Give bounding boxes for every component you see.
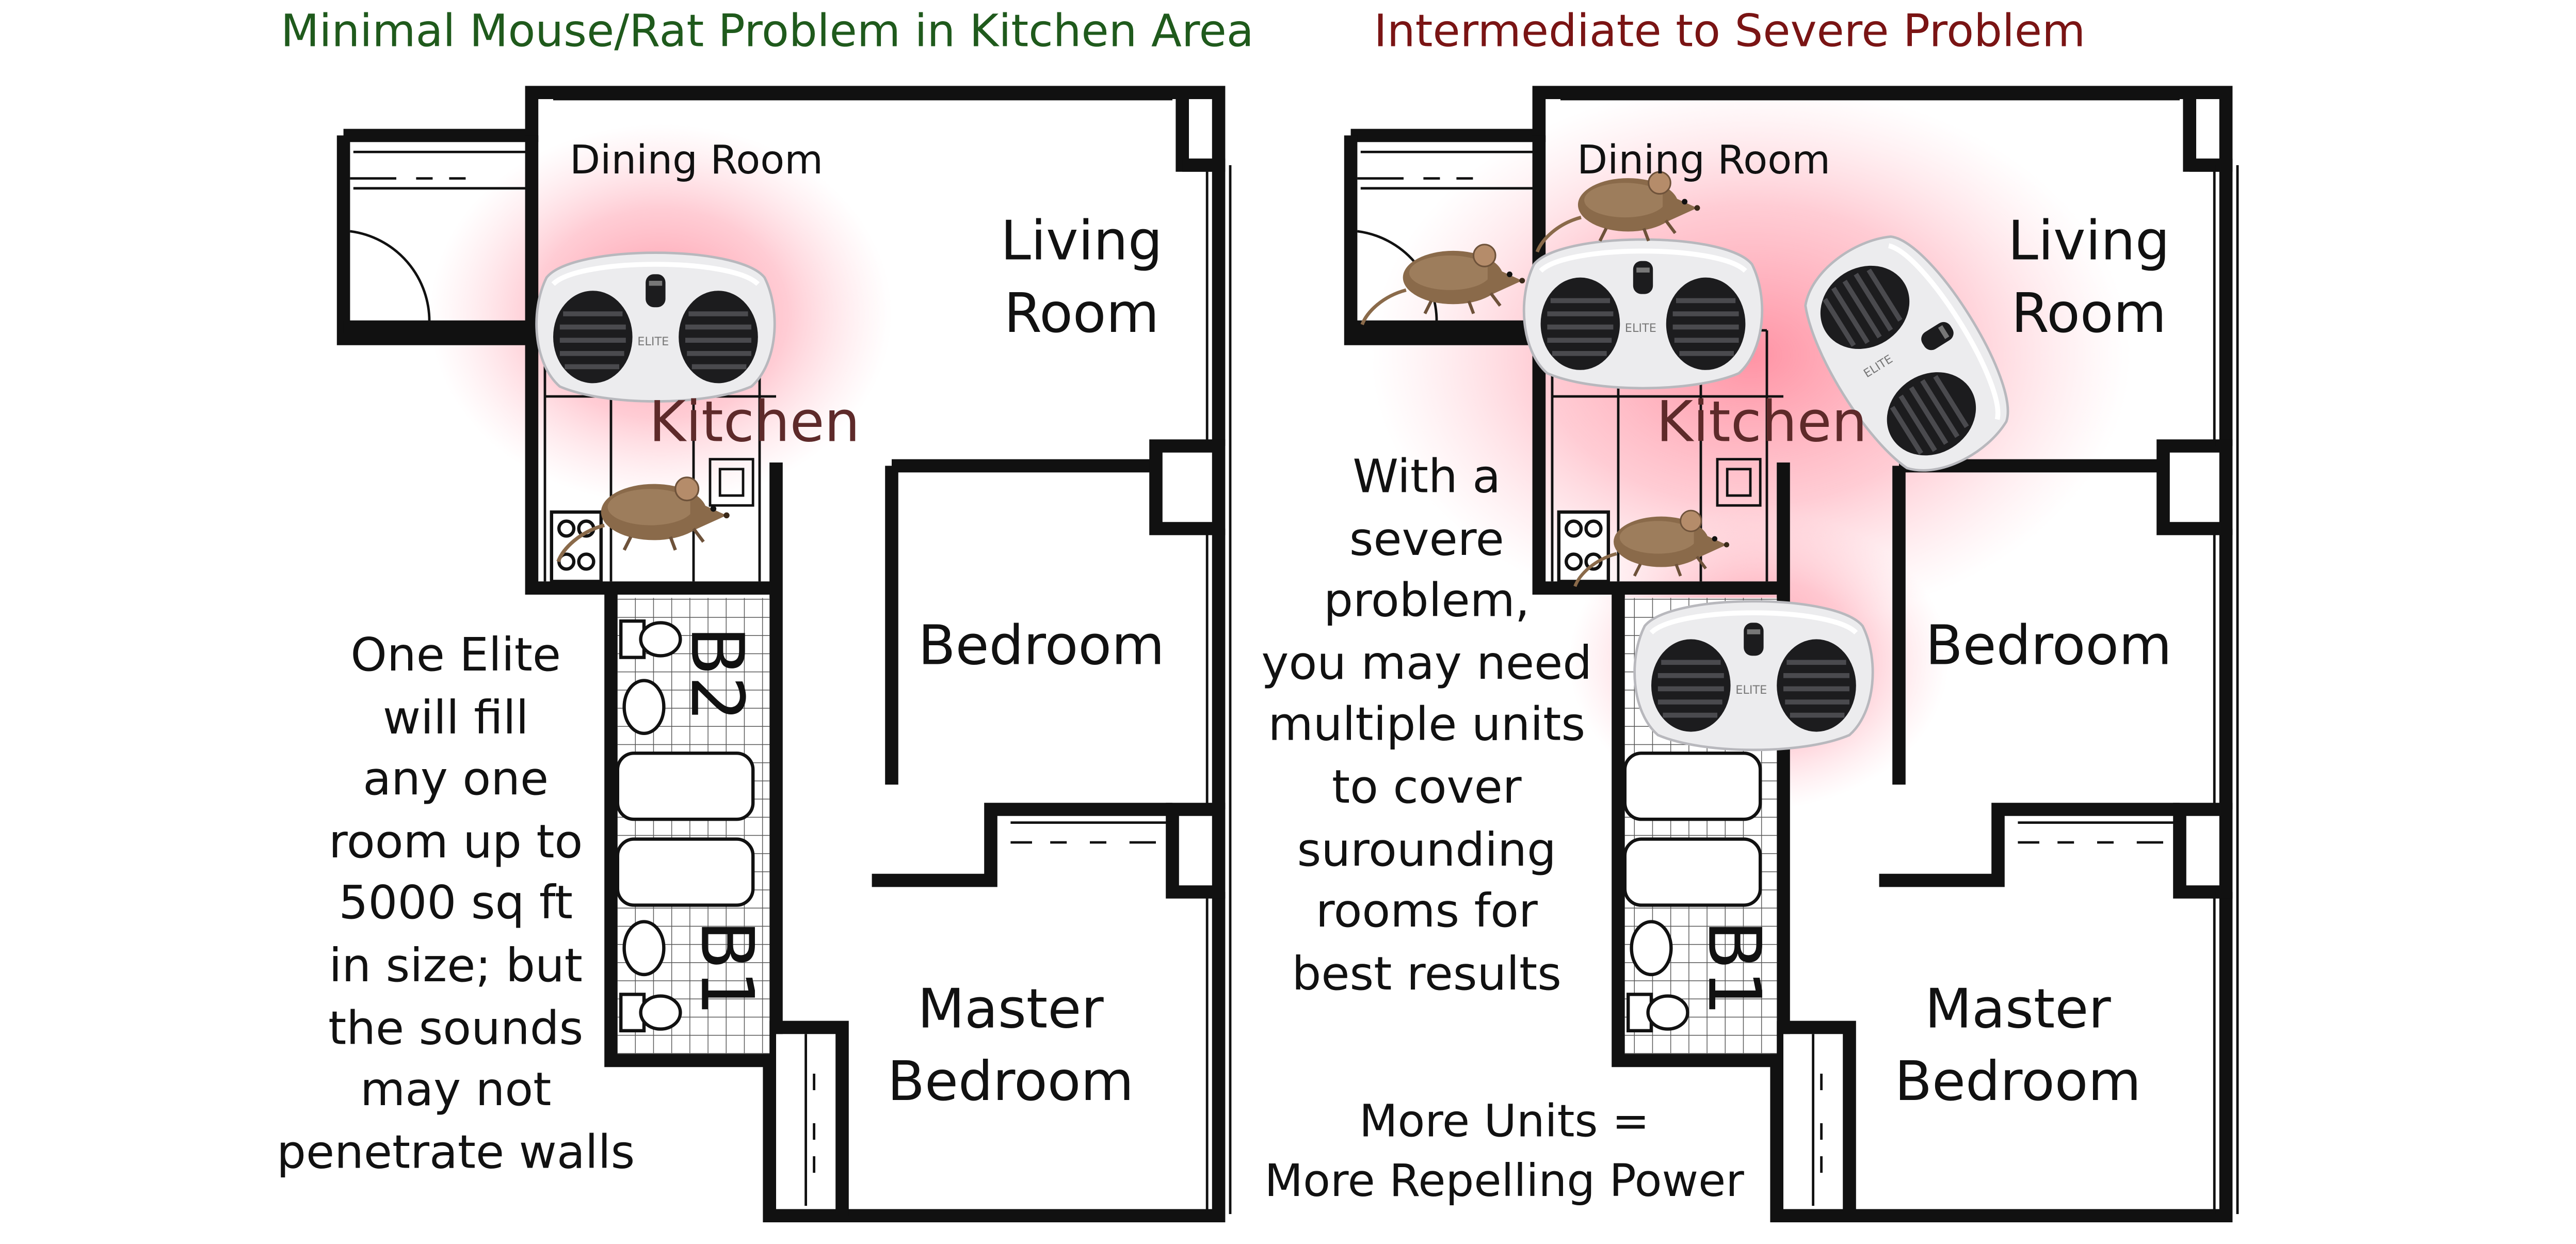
right-label-living-line2: Room	[2011, 281, 2167, 345]
left-label-master-bedroom: Master Bedroom	[888, 973, 1134, 1119]
right-label-dining-room: Dining Room	[1577, 137, 1831, 184]
right-label-living-line1: Living	[2008, 208, 2170, 273]
right-caption-line-4: you may need	[1261, 635, 1592, 690]
left-label-kitchen: Kitchen	[649, 390, 860, 456]
left-label-master-line1: Master	[917, 976, 1104, 1041]
device-brand-right-kitchen: ELITE	[1624, 322, 1656, 336]
left-caption-line-1: One Elite	[350, 628, 561, 682]
left-caption: One Elite will fill any one room up to 5…	[277, 625, 635, 1184]
left-label-bath-1: B1	[684, 920, 768, 1016]
right-caption-line-3: problem,	[1324, 573, 1530, 628]
left-caption-line-6: in size; but	[329, 938, 583, 993]
left-caption-line-3: any one	[363, 752, 549, 807]
left-caption-line-9: penetrate walls	[277, 1124, 635, 1179]
right-repeller-device-bathroom	[1635, 601, 1873, 750]
left-caption-line-2: will fill	[382, 690, 529, 744]
right-footer: More Units = More Repelling Power	[1265, 1093, 1744, 1212]
right-caption-line-8: rooms for	[1315, 884, 1538, 939]
right-floorplan	[1344, 83, 2239, 1223]
left-caption-line-8: may not	[360, 1062, 552, 1117]
right-footer-line-2: More Repelling Power	[1264, 1156, 1744, 1208]
left-floorplan	[336, 86, 1232, 1223]
right-caption-line-1: With a	[1353, 449, 1501, 504]
right-caption-line-5: multiple units	[1268, 697, 1586, 753]
left-label-dining-room: Dining Room	[570, 137, 824, 184]
right-caption-line-2: severe	[1349, 511, 1504, 566]
left-bathroom-tiles	[617, 598, 770, 1054]
right-footer-line-1: More Units =	[1359, 1096, 1650, 1148]
left-caption-line-5: 5000 sq ft	[339, 876, 573, 931]
right-label-master-line2: Bedroom	[1894, 1049, 2142, 1113]
left-stove	[550, 510, 603, 583]
device-brand-right-bathroom: ELITE	[1735, 683, 1767, 697]
left-label-bath-2: B2	[673, 626, 759, 722]
left-caption-line-7: the sounds	[328, 1000, 584, 1055]
right-caption: With a severe problem, you may need mult…	[1261, 446, 1592, 1005]
left-label-living-room: Living Room	[1001, 205, 1163, 350]
right-label-bath-1: B1	[1691, 920, 1776, 1016]
right-caption-line-6: to cover	[1332, 759, 1522, 815]
left-label-bedroom: Bedroom	[918, 613, 1165, 677]
right-label-master-bedroom: Master Bedroom	[1895, 973, 2142, 1119]
right-label-master-line1: Master	[1925, 976, 2111, 1041]
right-label-living-room: Living Room	[2008, 205, 2170, 350]
right-label-kitchen: Kitchen	[1656, 390, 1867, 456]
left-repeller-device	[537, 253, 775, 402]
left-label-living-line2: Room	[1004, 281, 1160, 345]
left-caption-line-4: room up to	[329, 814, 583, 869]
right-caption-line-7: suroundin​g	[1297, 822, 1556, 876]
left-label-living-line1: Living	[1001, 208, 1163, 273]
left-label-master-line2: Bedroom	[887, 1049, 1134, 1113]
right-stove	[1557, 510, 1611, 583]
left-panel-title: Minimal Mouse/Rat Problem in Kitchen Are…	[281, 6, 1254, 58]
right-label-bedroom: Bedroom	[1925, 613, 2172, 677]
device-brand-left: ELITE	[637, 335, 669, 349]
right-repeller-device-kitchen	[1524, 240, 1762, 388]
right-panel-title: Intermediate to Severe Problem	[1374, 6, 2086, 58]
right-caption-line-9: best results	[1292, 946, 1562, 1001]
